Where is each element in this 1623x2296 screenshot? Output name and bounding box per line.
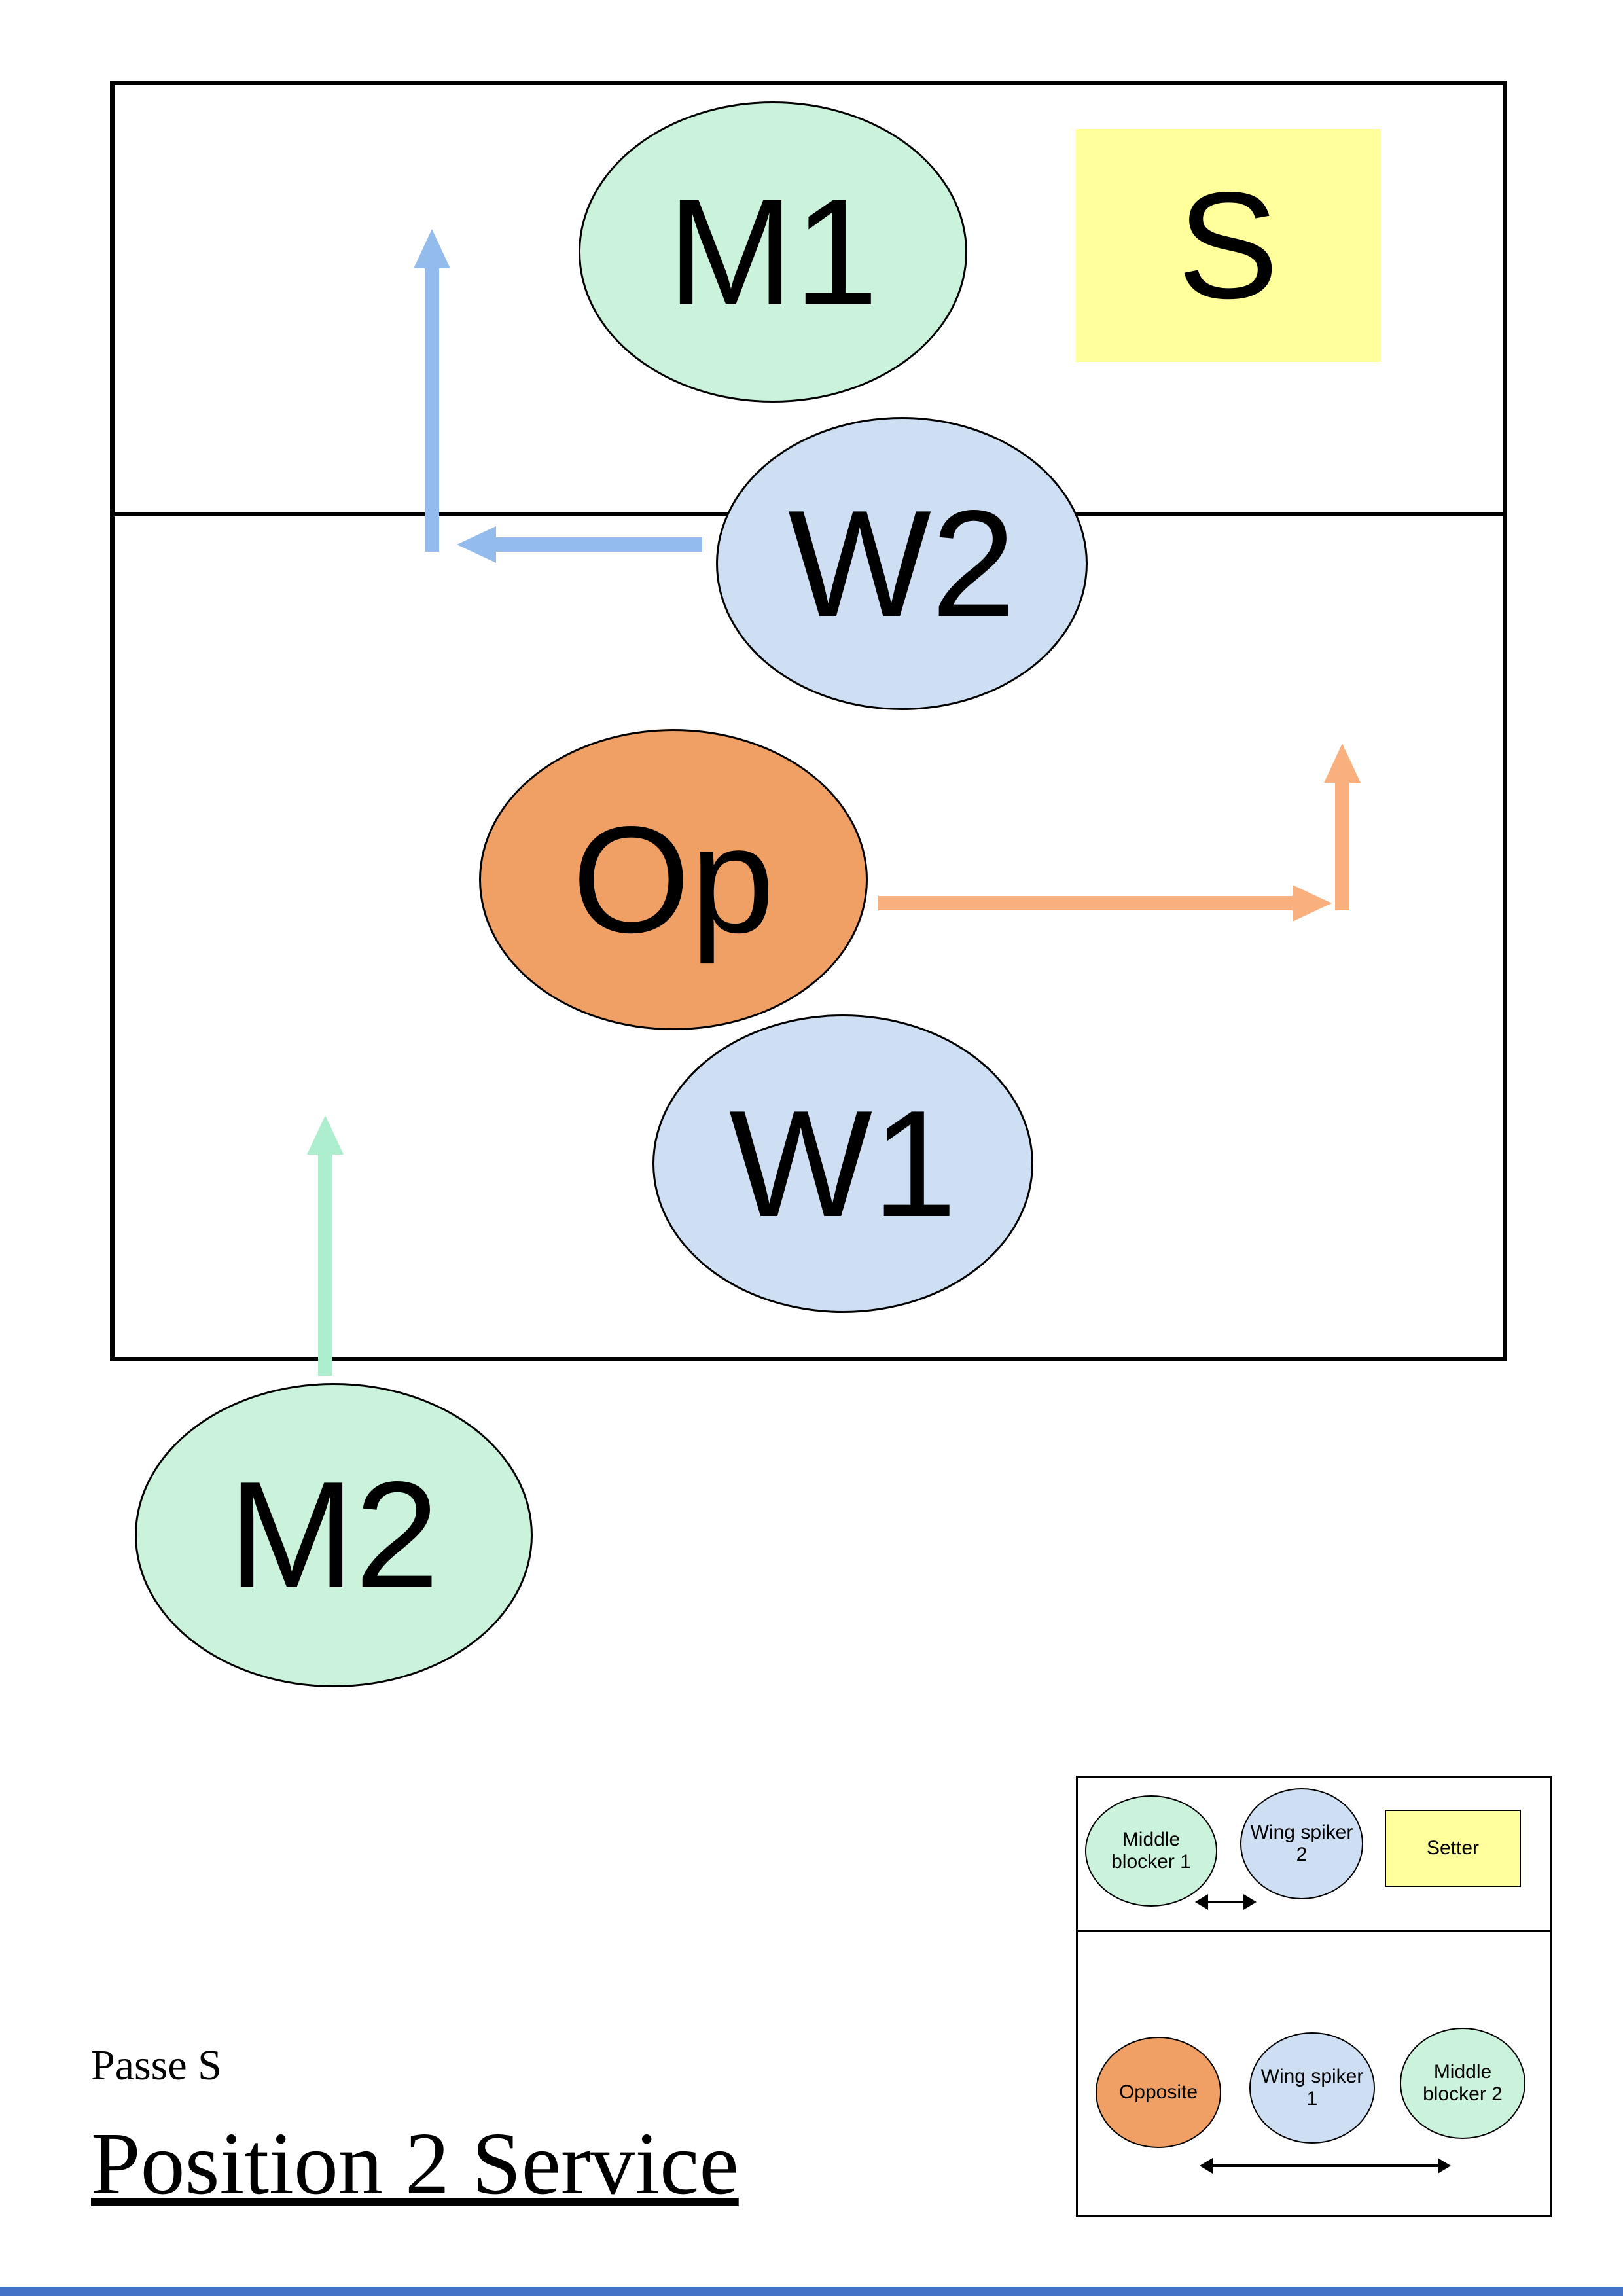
- legend-wing-spiker-1: Wing spiker 1: [1249, 2032, 1375, 2144]
- legend-middle-blocker-1-label: Middle blocker 1: [1111, 1828, 1191, 1873]
- w2-arrow-up-head-icon: [414, 229, 450, 268]
- op-arrow-right-head-icon: [1293, 885, 1332, 922]
- m2-arrow-vertical-shaft: [318, 1153, 332, 1376]
- legend-swap-arrow-row1-line: [1204, 1901, 1247, 1903]
- legend-middle-blocker-2: Middle blocker 2: [1400, 2028, 1525, 2139]
- diagram-subtitle: Passe S: [91, 2041, 222, 2089]
- player-m1-label: M1: [667, 167, 879, 337]
- w2-arrow-horizontal-shaft: [495, 537, 702, 552]
- player-m1: M1: [579, 101, 967, 403]
- legend-swap-arrow-row1-right-head: [1243, 1894, 1257, 1910]
- legend-swap-arrow-row1-left-head: [1195, 1894, 1208, 1910]
- w2-arrow-left-head-icon: [457, 526, 496, 563]
- player-s-setter: S: [1076, 129, 1380, 362]
- player-w1: W1: [652, 1014, 1033, 1313]
- legend-setter-label: Setter: [1426, 1837, 1480, 1859]
- m2-arrow-up-head-icon: [307, 1115, 344, 1155]
- legend-setter: Setter: [1385, 1810, 1521, 1887]
- legend-opposite-label: Opposite: [1118, 2081, 1198, 2103]
- legend-swap-arrow-row1-icon: [1195, 1894, 1257, 1910]
- legend-swap-arrow-row2-icon: [1200, 2158, 1451, 2174]
- op-arrow-vertical-shaft: [1335, 781, 1349, 910]
- legend-divider: [1078, 1930, 1550, 1932]
- legend-swap-arrow-row2-right-head: [1438, 2158, 1451, 2174]
- legend-wing-spiker-2-label: Wing spiker 2: [1250, 1821, 1353, 1866]
- player-w2-label: W2: [788, 478, 1016, 649]
- legend-box: Middle blocker 1 Wing spiker 2 Setter Op…: [1076, 1776, 1552, 2217]
- player-m2-label: M2: [228, 1450, 440, 1620]
- player-w1-label: W1: [729, 1079, 957, 1249]
- player-w2: W2: [716, 417, 1088, 710]
- op-arrow-up-head-icon: [1324, 744, 1361, 783]
- legend-wing-spiker-1-label: Wing spiker 1: [1260, 2065, 1364, 2110]
- legend-middle-blocker-1: Middle blocker 1: [1085, 1795, 1217, 1907]
- player-s-label: S: [1177, 160, 1279, 331]
- legend-swap-arrow-row2-line: [1209, 2164, 1442, 2167]
- player-m2: M2: [135, 1383, 533, 1687]
- player-op-label: Op: [572, 795, 775, 965]
- op-arrow-horizontal-shaft: [878, 896, 1293, 910]
- w2-arrow-vertical-shaft: [425, 267, 439, 552]
- bottom-edge-strip: [0, 2287, 1623, 2296]
- legend-middle-blocker-2-label: Middle blocker 2: [1423, 2060, 1503, 2106]
- diagram-title: Position 2 Service: [91, 2115, 739, 2213]
- legend-wing-spiker-2: Wing spiker 2: [1240, 1788, 1363, 1899]
- legend-opposite: Opposite: [1096, 2037, 1221, 2148]
- player-op: Op: [479, 729, 868, 1030]
- legend-swap-arrow-row2-left-head: [1200, 2158, 1213, 2174]
